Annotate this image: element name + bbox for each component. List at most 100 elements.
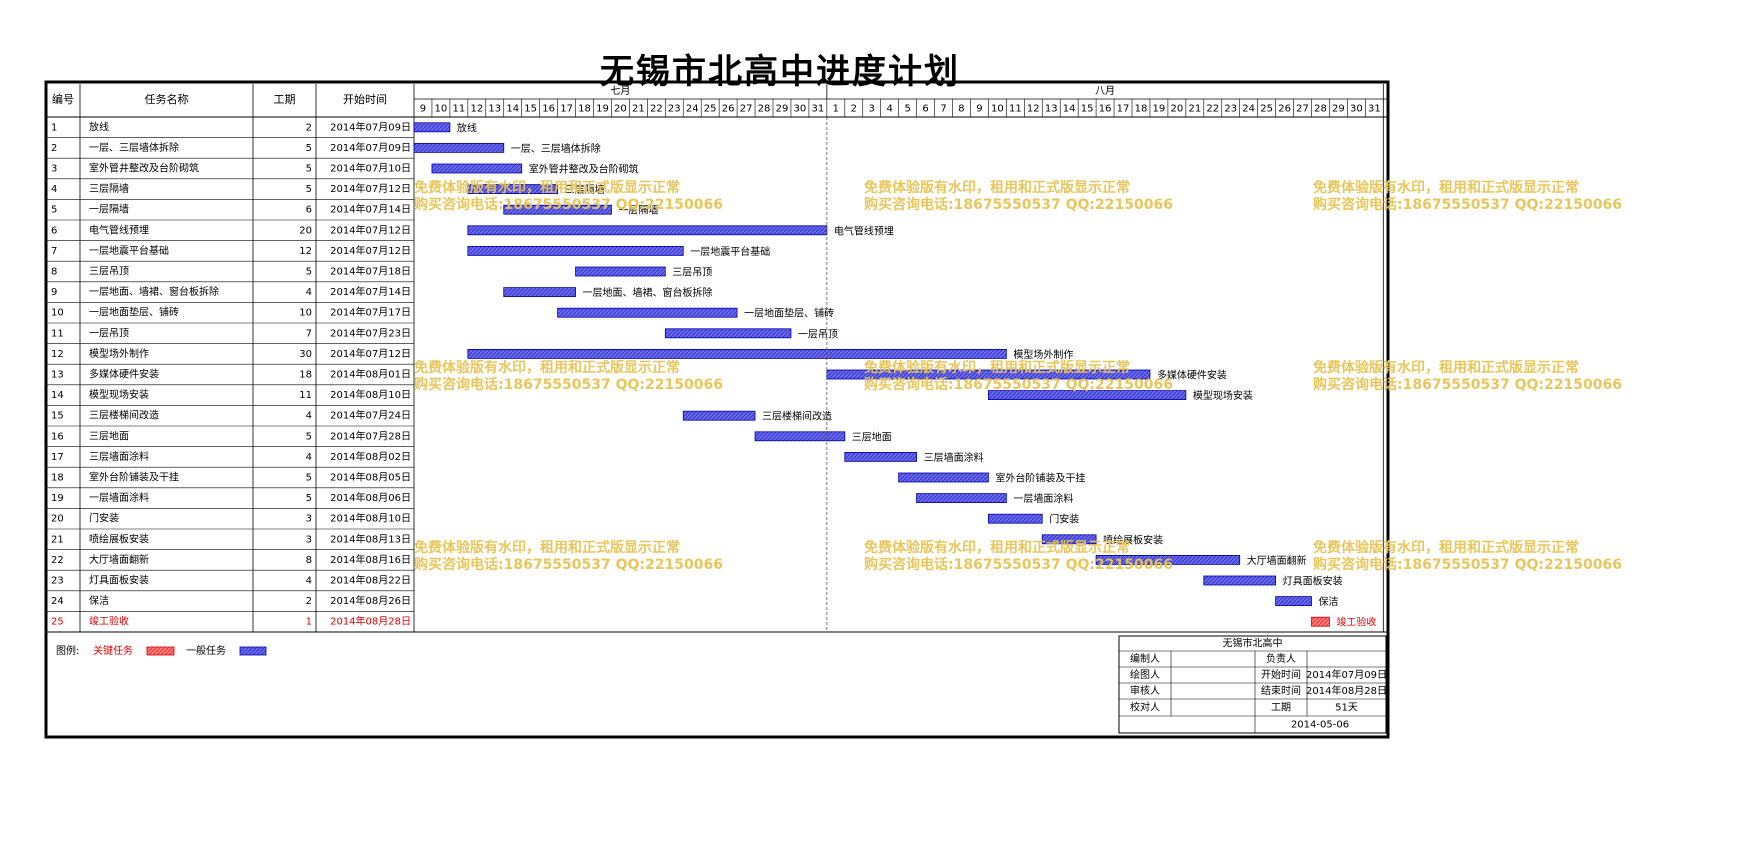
task-id: 25 bbox=[51, 617, 64, 628]
task-name: 三层隔墙 bbox=[89, 182, 129, 195]
task-start: 2014年07月12日 bbox=[330, 347, 411, 360]
day-tick-label: 10 bbox=[991, 104, 1004, 115]
day-tick-label: 29 bbox=[1332, 104, 1345, 115]
task-name: 室外管井整改及台阶砌筑 bbox=[89, 162, 199, 175]
bar-label: 喷绘展板安装 bbox=[1103, 533, 1163, 546]
day-tick-label: 12 bbox=[1027, 104, 1040, 115]
task-bar bbox=[503, 204, 612, 215]
task-id: 20 bbox=[51, 514, 64, 525]
task-start: 2014年07月12日 bbox=[330, 223, 411, 236]
task-id: 18 bbox=[51, 473, 64, 484]
task-duration: 4 bbox=[306, 411, 312, 422]
info-cell: 校对人 bbox=[1130, 701, 1160, 714]
task-bar bbox=[413, 142, 505, 153]
bar-label: 一层吊顶 bbox=[798, 328, 838, 340]
bar-label: 一层地面垫层、铺砖 bbox=[744, 307, 834, 320]
task-duration: 8 bbox=[306, 555, 312, 566]
day-tick-label: 25 bbox=[704, 104, 717, 115]
task-id: 7 bbox=[51, 246, 57, 257]
bar-label: 大厅墙面翻新 bbox=[1247, 554, 1307, 567]
day-tick-label: 23 bbox=[1224, 104, 1237, 115]
day-tick-label: 22 bbox=[650, 104, 663, 115]
task-bar bbox=[844, 451, 917, 462]
header-duration: 工期 bbox=[274, 93, 296, 106]
task-duration: 4 bbox=[306, 576, 312, 587]
task-start: 2014年08月22日 bbox=[330, 574, 411, 587]
bar-label: 一层、三层墙体拆除 bbox=[511, 142, 601, 155]
bar-label: 保洁 bbox=[1319, 595, 1339, 608]
task-bar bbox=[682, 410, 756, 421]
task-duration: 11 bbox=[299, 390, 312, 401]
task-bar bbox=[503, 287, 576, 298]
task-id: 14 bbox=[51, 390, 64, 401]
bar-label: 一层墙面涂料 bbox=[1013, 492, 1073, 505]
day-tick-label: 24 bbox=[1242, 104, 1255, 115]
bar-label: 灯具面板安装 bbox=[1283, 575, 1343, 588]
day-tick-label: 21 bbox=[1188, 104, 1201, 115]
task-bar bbox=[431, 163, 523, 174]
task-start: 2014年08月16日 bbox=[330, 553, 411, 566]
day-tick-label: 29 bbox=[776, 104, 789, 115]
task-start: 2014年07月12日 bbox=[330, 182, 411, 195]
day-tick-label: 25 bbox=[1260, 104, 1273, 115]
task-name: 三层楼梯间改造 bbox=[89, 409, 159, 422]
task-bar bbox=[467, 225, 828, 236]
bar-label: 一层地震平台基础 bbox=[690, 245, 770, 258]
task-start: 2014年07月24日 bbox=[330, 409, 411, 422]
day-tick-label: 1 bbox=[833, 104, 839, 115]
task-duration: 2 bbox=[306, 596, 312, 607]
legend-normal-label: 一般任务 bbox=[186, 644, 226, 657]
task-start: 2014年07月23日 bbox=[330, 326, 411, 339]
outer-frame bbox=[44, 80, 1390, 739]
day-tick-label: 11 bbox=[453, 104, 466, 115]
task-name: 三层吊顶 bbox=[89, 266, 129, 278]
task-bar bbox=[557, 307, 738, 318]
day-tick-label: 20 bbox=[1171, 104, 1184, 115]
task-id: 15 bbox=[51, 411, 64, 422]
info-date: 2014-05-06 bbox=[1291, 720, 1349, 731]
bar-label: 室外管井整改及台阶砌筑 bbox=[529, 163, 639, 176]
bar-label: 一层地面、墙裙、窗台板拆除 bbox=[583, 286, 713, 299]
task-id: 5 bbox=[51, 205, 57, 216]
task-name: 一层地面、墙裙、窗台板拆除 bbox=[89, 285, 219, 298]
task-name: 一层地震平台基础 bbox=[89, 244, 169, 257]
task-duration: 18 bbox=[299, 370, 312, 381]
task-name: 多媒体硬件安装 bbox=[89, 368, 159, 381]
day-tick-label: 3 bbox=[869, 104, 875, 115]
day-tick-label: 18 bbox=[578, 104, 591, 115]
task-name: 三层地面 bbox=[89, 429, 129, 442]
task-start: 2014年08月28日 bbox=[330, 615, 411, 628]
task-duration: 4 bbox=[306, 287, 312, 298]
day-tick-label: 18 bbox=[1135, 104, 1148, 115]
day-tick-label: 17 bbox=[560, 104, 573, 115]
task-duration: 3 bbox=[306, 514, 312, 525]
info-cell: 结束时间 bbox=[1261, 684, 1301, 697]
task-name: 电气管线预埋 bbox=[89, 223, 149, 236]
day-tick-label: 6 bbox=[922, 104, 928, 115]
day-tick-label: 11 bbox=[1009, 104, 1022, 115]
task-name: 一层地面垫层、铺砖 bbox=[89, 306, 179, 319]
task-duration: 5 bbox=[306, 493, 312, 504]
day-tick-label: 13 bbox=[488, 104, 501, 115]
bar-label: 三层楼梯间改造 bbox=[762, 410, 832, 423]
day-tick-label: 31 bbox=[1368, 104, 1381, 115]
task-id: 16 bbox=[51, 431, 64, 442]
task-id: 12 bbox=[51, 349, 64, 360]
day-tick-label: 28 bbox=[1314, 104, 1327, 115]
task-name: 大厅墙面翻新 bbox=[89, 553, 149, 566]
task-bar bbox=[413, 122, 451, 133]
info-cell: 审核人 bbox=[1130, 684, 1160, 697]
task-start: 2014年08月10日 bbox=[330, 388, 411, 401]
legend-normal-swatch bbox=[239, 646, 267, 656]
task-bar bbox=[1311, 616, 1330, 627]
legend-critical-swatch bbox=[146, 646, 175, 656]
task-start: 2014年07月28日 bbox=[330, 429, 411, 442]
day-tick-label: 30 bbox=[1350, 104, 1363, 115]
bar-label: 三层地面 bbox=[852, 430, 892, 443]
info-block bbox=[1118, 635, 1387, 734]
task-duration: 30 bbox=[299, 349, 312, 360]
task-bar bbox=[988, 513, 1043, 524]
task-id: 24 bbox=[51, 596, 64, 607]
task-start: 2014年08月10日 bbox=[330, 512, 411, 525]
task-name: 竣工验收 bbox=[89, 615, 129, 628]
